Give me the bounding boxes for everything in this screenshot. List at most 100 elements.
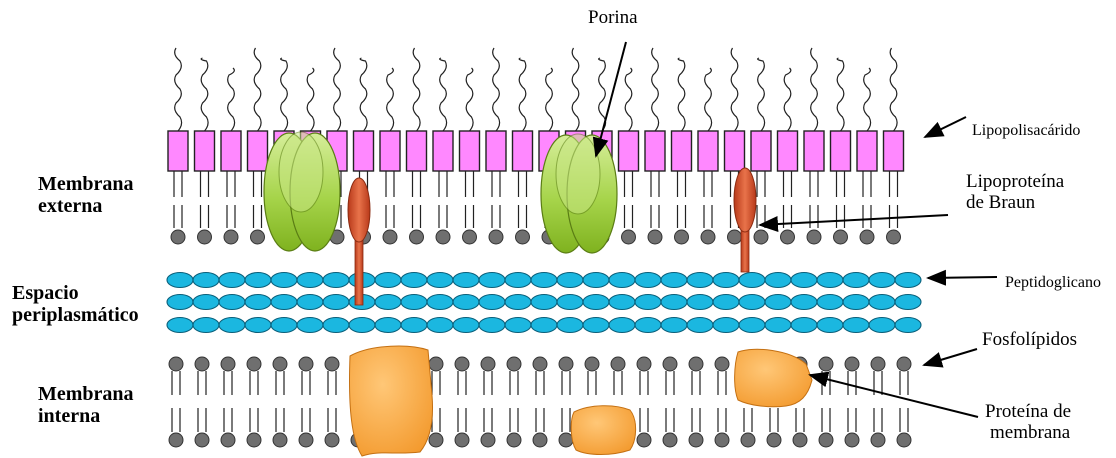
peptidoglycan-unit bbox=[739, 318, 765, 333]
phospholipid-head bbox=[637, 433, 651, 447]
peptidoglycan-unit bbox=[271, 318, 297, 333]
label-membrana-interna-line1: Membrana bbox=[38, 384, 134, 406]
phospholipid-head bbox=[845, 433, 859, 447]
lps-chain bbox=[572, 48, 579, 131]
lps-block bbox=[831, 131, 851, 171]
lps-chain bbox=[890, 48, 897, 131]
peptidoglycan-unit bbox=[609, 273, 635, 288]
peptidoglycan-unit bbox=[583, 273, 609, 288]
phospholipid-head bbox=[871, 433, 885, 447]
peptidoglycan-unit bbox=[531, 273, 557, 288]
lps-chain bbox=[864, 68, 871, 131]
lps-block bbox=[619, 131, 639, 171]
phospholipid-head bbox=[221, 357, 235, 371]
phospholipid-head bbox=[715, 433, 729, 447]
phospholipid-head bbox=[701, 230, 715, 244]
phospholipid-head bbox=[463, 230, 477, 244]
lps-block bbox=[460, 131, 480, 171]
lps-block bbox=[804, 131, 824, 171]
phospholipid-head bbox=[793, 433, 807, 447]
lps-block bbox=[221, 131, 241, 171]
phospholipid-head bbox=[533, 433, 547, 447]
porin-right bbox=[541, 134, 617, 253]
phospholipid-head bbox=[611, 357, 625, 371]
peptidoglycan-unit bbox=[843, 318, 869, 333]
peptidoglycan-unit bbox=[739, 273, 765, 288]
label-membrana-interna-line2: interna bbox=[38, 406, 134, 428]
peptidoglycan-unit bbox=[453, 295, 479, 310]
peptidoglycan-unit bbox=[895, 318, 921, 333]
porin-highlight bbox=[556, 134, 600, 214]
membrane-protein-bottom bbox=[571, 406, 635, 455]
lps-chain bbox=[519, 58, 526, 131]
phospholipid-head bbox=[689, 357, 703, 371]
peptidoglycan-unit bbox=[505, 318, 531, 333]
phospholipid-head bbox=[247, 433, 261, 447]
label-lipoproteina-braun: Lipoproteína de Braun bbox=[966, 172, 1064, 213]
phospholipid-head bbox=[897, 357, 911, 371]
phospholipid-head bbox=[247, 357, 261, 371]
peptidoglycan-unit bbox=[297, 318, 323, 333]
porin-left bbox=[264, 132, 340, 251]
lps-block bbox=[354, 131, 374, 171]
peptidoglycan-unit bbox=[557, 295, 583, 310]
phospholipid-head bbox=[648, 230, 662, 244]
peptidoglycan-unit bbox=[817, 273, 843, 288]
label-proteina-line2: membrana bbox=[985, 423, 1071, 444]
lps-chain bbox=[758, 58, 765, 131]
peptidoglycan-unit bbox=[661, 273, 687, 288]
membrane-protein-large bbox=[350, 346, 433, 456]
phospholipid-head bbox=[481, 433, 495, 447]
peptidoglycan-unit bbox=[219, 273, 245, 288]
lps-chain bbox=[254, 48, 261, 131]
lps-block bbox=[698, 131, 718, 171]
peptidoglycan-unit bbox=[895, 295, 921, 310]
peptidoglycan-unit bbox=[479, 273, 505, 288]
peptidoglycan-unit bbox=[167, 318, 193, 333]
phospholipid-head bbox=[221, 433, 235, 447]
peptidoglycan-unit bbox=[453, 273, 479, 288]
phospholipid-head bbox=[559, 357, 573, 371]
lps-chain bbox=[625, 68, 632, 131]
peptidoglycan-unit bbox=[505, 273, 531, 288]
peptidoglycan-unit bbox=[895, 273, 921, 288]
phospholipid-head bbox=[507, 357, 521, 371]
peptidoglycan-unit bbox=[583, 318, 609, 333]
peptidoglycan-unit bbox=[375, 318, 401, 333]
phospholipid-head bbox=[410, 230, 424, 244]
peptidoglycan-unit bbox=[323, 318, 349, 333]
phospholipid-head bbox=[251, 230, 265, 244]
lps-block bbox=[751, 131, 771, 171]
peptidoglycan-unit bbox=[765, 295, 791, 310]
phospholipid-head bbox=[273, 357, 287, 371]
phospholipid-head bbox=[429, 433, 443, 447]
peptidoglycan-unit bbox=[479, 295, 505, 310]
label-espacio-line1: Espacio bbox=[12, 283, 139, 305]
label-lipopolisacarido: Lipopolisacárido bbox=[972, 122, 1080, 139]
peptidoglycan-unit bbox=[193, 273, 219, 288]
phospholipid-head bbox=[559, 433, 573, 447]
label-membrana-externa-line2: externa bbox=[38, 196, 134, 218]
peptidoglycan-unit bbox=[479, 318, 505, 333]
phospholipid-head bbox=[767, 433, 781, 447]
phospholipid-head bbox=[715, 357, 729, 371]
lps-block bbox=[513, 131, 533, 171]
phospholipid-head bbox=[887, 230, 901, 244]
peptidoglycan-unit bbox=[635, 295, 661, 310]
arrow-lipoproteina bbox=[760, 215, 948, 225]
peptidoglycan-unit bbox=[687, 318, 713, 333]
label-membrana-interna: Membrana interna bbox=[38, 384, 134, 427]
peptidoglycan-unit bbox=[791, 318, 817, 333]
lipoprotein-head bbox=[734, 168, 756, 232]
phospholipid-head bbox=[637, 357, 651, 371]
phospholipid-head bbox=[489, 230, 503, 244]
phospholipid-head bbox=[516, 230, 530, 244]
lps-chain bbox=[360, 58, 367, 131]
phospholipid-head bbox=[429, 357, 443, 371]
peptidoglycan-unit bbox=[271, 273, 297, 288]
peptidoglycan-unit bbox=[167, 295, 193, 310]
peptidoglycan-unit bbox=[765, 273, 791, 288]
phospholipid-head bbox=[871, 357, 885, 371]
phospholipid-head bbox=[455, 433, 469, 447]
